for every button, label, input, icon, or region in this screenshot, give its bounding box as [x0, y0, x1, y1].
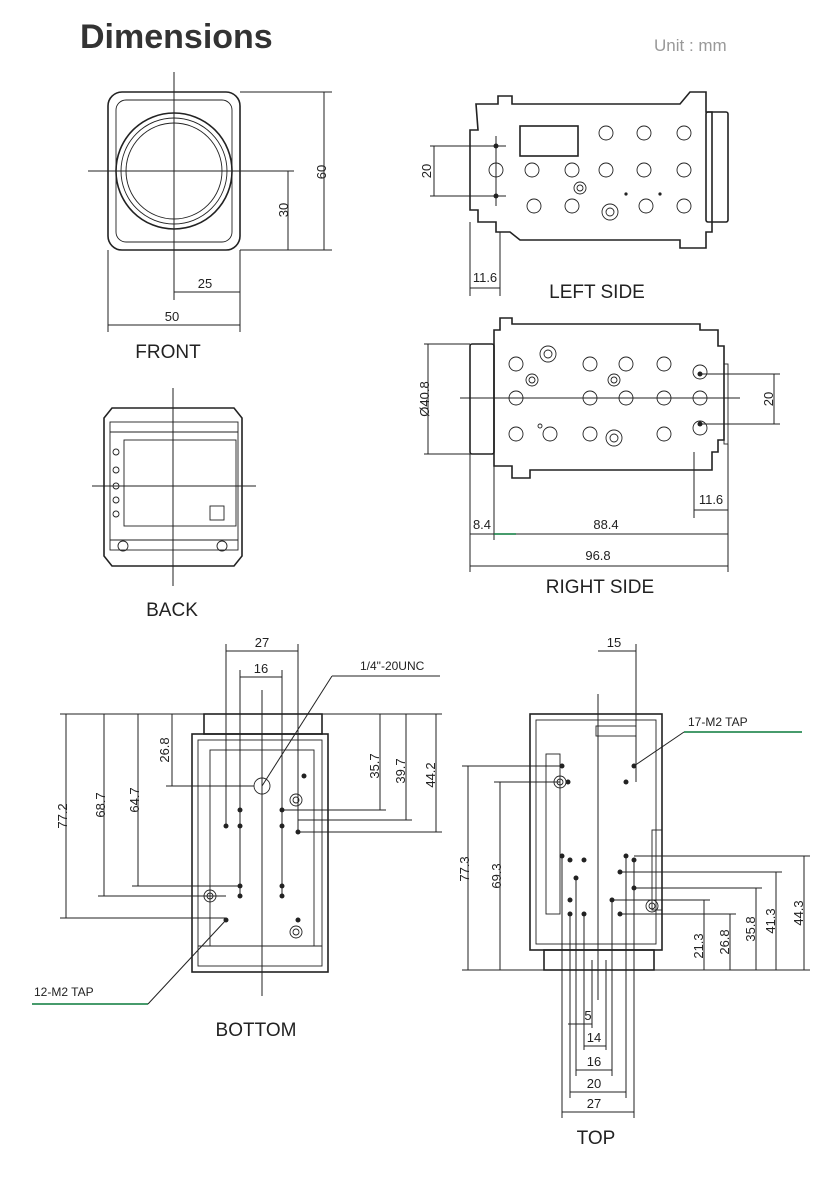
top-holes [553, 763, 659, 917]
bottom-dim-64-7: 64.7 [127, 787, 142, 812]
top-dim-77-3: 77.3 [457, 856, 472, 881]
unit-label: Unit : mm [654, 36, 727, 55]
top-dim-26-8: 26.8 [717, 929, 732, 954]
front-caption: FRONT [135, 342, 201, 363]
left-side-view: 20 11.6 LEFT SIDE [419, 91, 729, 303]
right-side-caption: RIGHT SIDE [546, 577, 654, 598]
front-dim-25: 25 [198, 276, 212, 291]
front-dim-50: 50 [165, 309, 179, 324]
front-dim-60: 60 [314, 165, 329, 179]
right-side-dim-diameter: Ø40.8 [417, 381, 432, 416]
bottom-view: 27 16 1/4"-20UNC 77.2 68.7 64.7 26.8 35.… [32, 635, 442, 1041]
bottom-dim-77-2: 77.2 [55, 803, 70, 828]
left-side-dim-20: 20 [419, 164, 434, 178]
left-side-holes [488, 125, 692, 221]
top-dim-21-3: 21.3 [691, 933, 706, 958]
top-dim-69-3: 69.3 [489, 863, 504, 888]
top-dim-44-3: 44.3 [791, 900, 806, 925]
top-dim-14: 14 [587, 1030, 601, 1045]
top-dim-16: 16 [587, 1054, 601, 1069]
back-view: BACK [92, 388, 256, 621]
top-dim-35-8: 35.8 [743, 916, 758, 941]
bottom-note-tap: 12-M2 TAP [34, 985, 94, 999]
bottom-caption: BOTTOM [216, 1020, 297, 1041]
left-side-dim-11-6: 11.6 [473, 270, 497, 285]
right-side-dim-96-8: 96.8 [585, 548, 610, 563]
back-caption: BACK [146, 600, 198, 621]
right-side-dim-8-4: 8.4 [473, 517, 491, 532]
bottom-dim-16: 16 [254, 661, 268, 676]
bottom-dim-68-7: 68.7 [93, 792, 108, 817]
left-side-caption: LEFT SIDE [549, 282, 645, 303]
right-side-dim-88-4: 88.4 [593, 517, 618, 532]
top-dim-41-3: 41.3 [763, 908, 778, 933]
bottom-dim-35-7: 35.7 [367, 753, 382, 778]
front-dim-30: 30 [276, 203, 291, 217]
right-side-dim-20: 20 [761, 392, 776, 406]
bottom-dim-44-2: 44.2 [423, 762, 438, 787]
right-side-view: Ø40.8 20 11.6 8.4 88.4 96.8 RIGHT SIDE [417, 317, 780, 598]
bottom-note-thread: 1/4"-20UNC [360, 659, 425, 673]
front-view: 60 30 25 50 FRONT [88, 72, 332, 363]
page-title: Dimensions [80, 18, 273, 56]
bottom-dim-27: 27 [255, 635, 269, 650]
top-note-tap: 17-M2 TAP [688, 715, 748, 729]
top-dim-15: 15 [607, 635, 621, 650]
top-caption: TOP [577, 1128, 616, 1149]
bottom-dim-26-8: 26.8 [157, 737, 172, 762]
right-side-holes [508, 345, 708, 447]
top-dim-27: 27 [587, 1096, 601, 1111]
right-side-dim-11-6: 11.6 [699, 492, 723, 507]
top-dim-5: 5 [584, 1008, 591, 1023]
top-view: 15 17-M2 TAP 77.3 69.3 21.3 26.8 35.8 41… [457, 635, 810, 1149]
bottom-dim-39-7: 39.7 [393, 758, 408, 783]
bottom-holes [203, 773, 307, 939]
top-dim-20: 20 [587, 1076, 601, 1091]
